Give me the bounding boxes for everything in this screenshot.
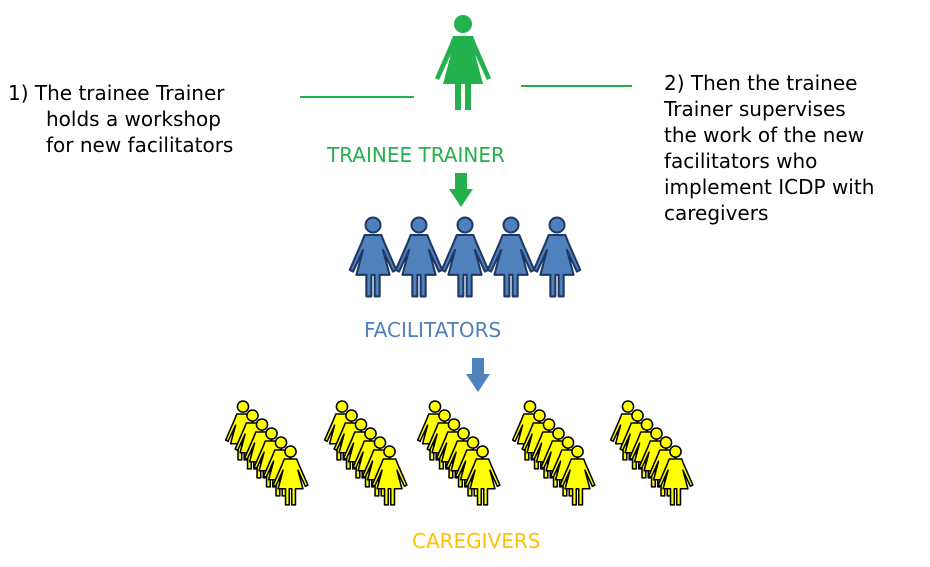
right-note-line: implement ICDP with — [664, 175, 875, 199]
facilitator-figure — [440, 216, 490, 298]
left-note-line: for new facilitators — [46, 133, 234, 157]
trainer-label: TRAINEE TRAINER — [327, 143, 505, 167]
right-note-line: the work of the new — [664, 123, 865, 147]
caregiver-figure — [272, 445, 309, 506]
facilitator-figure — [348, 216, 398, 298]
right-note-line: facilitators who — [664, 149, 818, 173]
facilitator-figure — [394, 216, 444, 298]
arrow-shape — [449, 173, 473, 207]
arrow-down-icon — [466, 358, 490, 392]
trainer-figure — [435, 15, 491, 110]
right-note: 2) Then the trainee Trainer supervises t… — [664, 70, 874, 226]
left-note-line: 1) The trainee Trainer — [8, 81, 225, 105]
arrow-down-icon — [449, 173, 473, 207]
right-note-line: 2) Then the trainee — [664, 71, 858, 95]
right-note-line: caregivers — [664, 201, 769, 225]
left-note: 1) The trainee Trainer holds a workshop … — [8, 80, 233, 158]
woman-figure-icon — [435, 15, 491, 110]
caregiver-figure — [559, 445, 596, 506]
facilitator-figure — [532, 216, 582, 298]
facilitators-label: FACILITATORS — [364, 318, 502, 342]
facilitator-figure — [486, 216, 536, 298]
facilitators-group — [348, 216, 582, 298]
caregivers-label: CAREGIVERS — [412, 529, 541, 553]
left-note-line: holds a workshop — [46, 107, 221, 131]
caregiver-figure — [657, 445, 694, 506]
arrow-shape — [466, 358, 490, 392]
caregivers-group — [224, 400, 694, 506]
caregiver-figure — [464, 445, 501, 506]
right-note-line: Trainer supervises — [664, 97, 846, 121]
caregiver-figure — [371, 445, 408, 506]
